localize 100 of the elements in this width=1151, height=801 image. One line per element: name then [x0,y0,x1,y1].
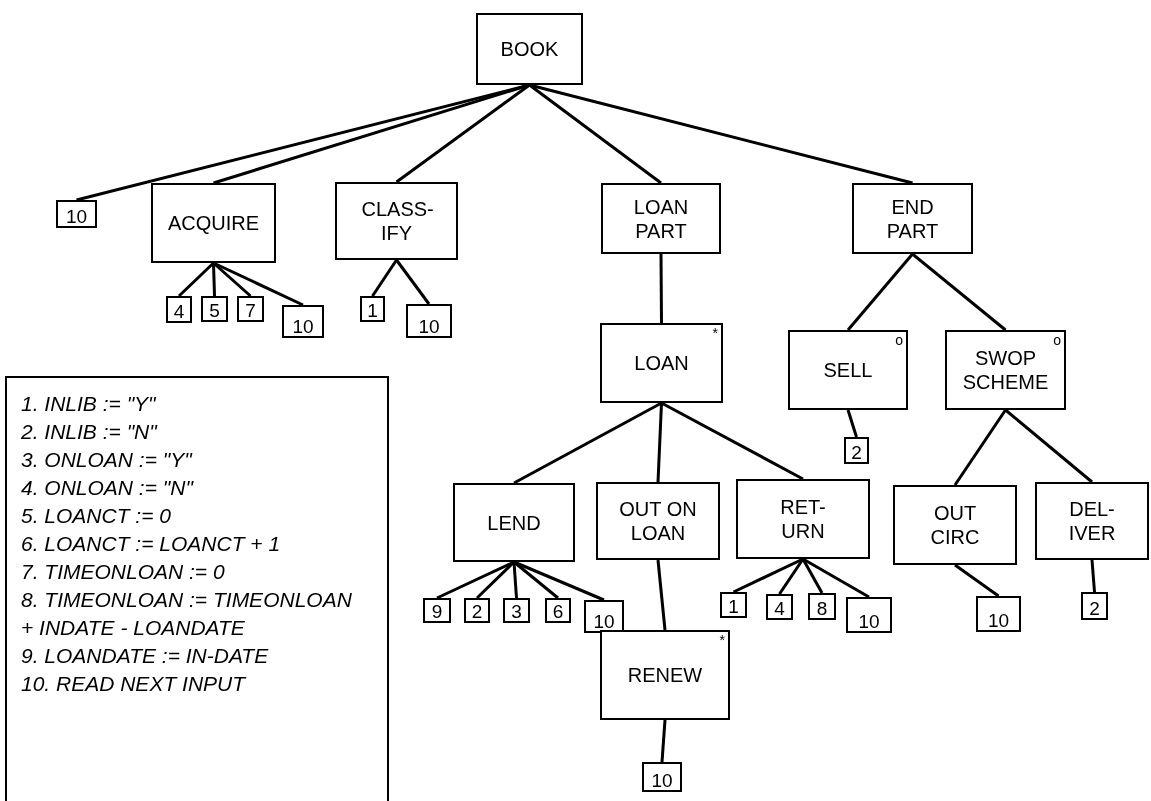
tree-connector [1004,408,1093,484]
box-label: LOAN PART [632,194,690,243]
process-box [1035,482,1149,560]
box-label: CLASS- IFY [361,197,432,245]
process-box [453,483,575,562]
tree-connector [660,401,804,481]
process-box [151,183,276,263]
operation-text: 1. INLIB := "Y" [21,391,157,417]
action-number-box [545,598,571,623]
action-number-box [201,296,228,322]
number-label: 10 [593,612,615,631]
tree-connector [512,561,518,599]
process-box [476,13,583,85]
number-label: 1 [728,597,739,616]
box-label: DEL- IVER [1067,497,1117,545]
number-label: 9 [431,602,443,621]
action-number-box [642,762,682,792]
action-number-box [846,597,892,633]
operation-text: 7. TIMEONLOAN := 0 [21,559,226,585]
corner-mark: o [895,332,903,348]
action-number-box [808,593,836,620]
tree-connector [846,409,858,438]
box-label: ACQUIRE [167,211,260,235]
action-number-box [844,437,869,464]
process-box [788,330,908,410]
box-label: OUT ON LOAN [618,497,698,545]
box-label: RET- URN [779,495,827,543]
action-number-box [423,598,451,623]
action-number-box [976,596,1021,632]
process-box [600,323,723,403]
process-box [945,330,1066,410]
number-label: 10 [651,771,673,790]
process-box [596,482,720,560]
tree-connector [802,557,870,599]
number-label: 4 [774,599,785,618]
tree-connector [1090,559,1096,593]
number-label: 4 [173,302,185,321]
tree-connector [846,253,914,331]
box-label: RENEW [627,663,703,687]
box-label: END PART [885,194,940,243]
tree-connector [659,254,663,323]
process-box [893,485,1017,565]
operations-list-box [5,376,389,801]
number-label: 1 [367,301,378,320]
operation-text: 9. LOANDATE := IN-DATE [21,643,270,669]
operation-text: 5. LOANCT := 0 [21,503,172,529]
action-number-box [360,296,385,322]
box-label: BOOK [500,37,559,61]
action-number-box [406,304,452,338]
tree-connector [656,559,667,631]
number-label: 10 [987,611,1010,630]
tree-connector [801,558,824,594]
tree-connector [395,259,431,305]
action-number-box [503,598,530,623]
tree-connector [177,261,215,298]
action-number-box [166,296,192,323]
operation-text: 8. TIMEONLOAN := TIMEONLOAN + INDATE - LOANDATE [21,587,353,641]
action-number-box [1081,592,1108,620]
number-label: 3 [511,602,522,621]
process-box [852,183,973,254]
number-label: 6 [552,602,564,621]
action-number-box [720,592,747,618]
tree-connector [732,557,804,594]
corner-mark: * [719,632,725,648]
tree-connector [212,262,216,297]
operation-text: 10. READ NEXT INPUT [21,671,248,697]
number-label: 2 [1089,599,1100,618]
operation-text: 4. ONLOAN := "N" [21,475,195,501]
tree-connector [660,719,667,763]
number-label: 10 [858,612,880,631]
number-label: 8 [816,599,828,618]
action-number-box [237,296,264,322]
box-label: OUT CIRC [929,501,981,549]
operation-text: 6. LOANCT := LOANCT + 1 [21,531,282,557]
number-label: 2 [471,602,483,621]
action-number-box [766,594,793,620]
box-label: LEND [487,510,541,535]
action-number-box [584,600,624,633]
number-label: 5 [209,301,220,320]
action-number-box [464,598,490,623]
tree-connector [656,402,663,483]
box-label: LOAN [634,351,689,375]
process-box [736,479,870,559]
number-label: 2 [851,443,862,462]
action-number-box [282,305,324,338]
action-number-box [56,200,97,228]
tree-connector [953,409,1007,486]
tree-connector [371,259,398,297]
process-box [601,183,721,254]
number-label: 10 [292,317,314,336]
operation-text: 3. ONLOAN := "Y" [21,447,194,473]
tree-connector [513,401,663,485]
corner-mark: * [712,325,718,341]
operation-text: 2. INLIB := "N" [21,419,159,445]
number-label: 10 [65,207,88,226]
process-box [600,630,730,720]
tree-connector [778,558,805,595]
box-label: SWOP SCHEME [961,346,1050,394]
number-label: 10 [418,317,440,336]
tree-connector [911,252,1007,332]
